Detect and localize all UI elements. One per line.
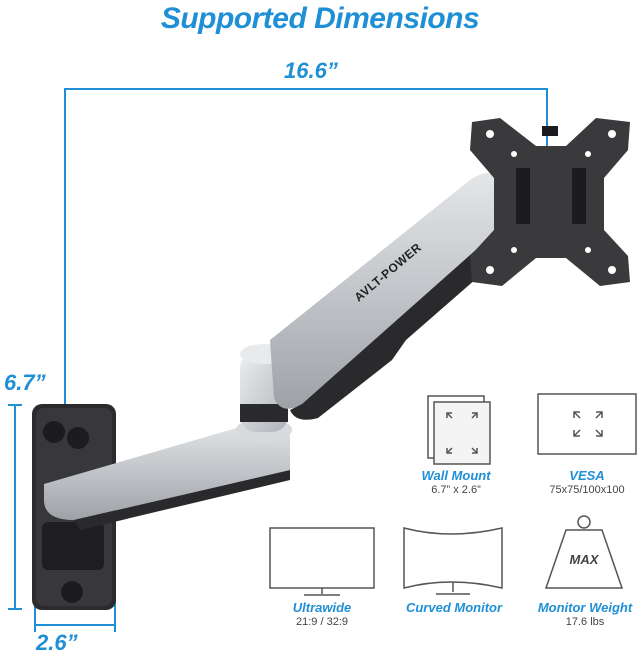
page-title: Supported Dimensions (160, 2, 480, 35)
screw-hole-icon (61, 581, 83, 603)
width-dimension-line-right (546, 88, 548, 200)
weight-badge: MAX (569, 552, 599, 567)
ultrawide-detail: 21:9 / 32:9 (296, 616, 348, 628)
height-dimension-line (14, 404, 16, 610)
vesa-icon (537, 393, 637, 455)
ultrawide-label: Ultrawide (292, 600, 352, 615)
ultrawide-monitor-icon (269, 527, 375, 596)
curved-monitor-icon (403, 527, 503, 595)
upper-arm (270, 173, 509, 420)
wall-mount-label: Wall Mount (421, 468, 491, 483)
width-dimension-label: 16.6” (284, 58, 338, 83)
screw-hole-icon (43, 421, 65, 443)
vesa-plate (470, 118, 630, 286)
height-tick-top (8, 404, 22, 406)
monitor-weight-detail: 17.6 lbs (565, 616, 605, 628)
width-dimension-line-top (64, 88, 548, 90)
screw-hole-icon (67, 427, 89, 449)
vesa-detail: 75x75/100x100 (549, 484, 625, 496)
height-tick-bottom (8, 608, 22, 610)
depth-dimension-label: 2.6” (36, 630, 78, 655)
vesa-label: VESA (569, 468, 605, 483)
wall-mount-icon (427, 395, 491, 465)
wall-mount-detail: 6.7” x 2.6” (431, 484, 481, 496)
width-dimension-line-left (64, 88, 66, 478)
depth-tick-right (114, 588, 116, 632)
depth-tick-left (34, 588, 36, 632)
curved-monitor-label: Curved Monitor (405, 600, 503, 615)
height-dimension-label: 6.7” (4, 370, 46, 395)
monitor-weight-label: Monitor Weight (537, 600, 633, 615)
depth-dimension-line (34, 624, 116, 626)
weight-icon (544, 515, 624, 589)
